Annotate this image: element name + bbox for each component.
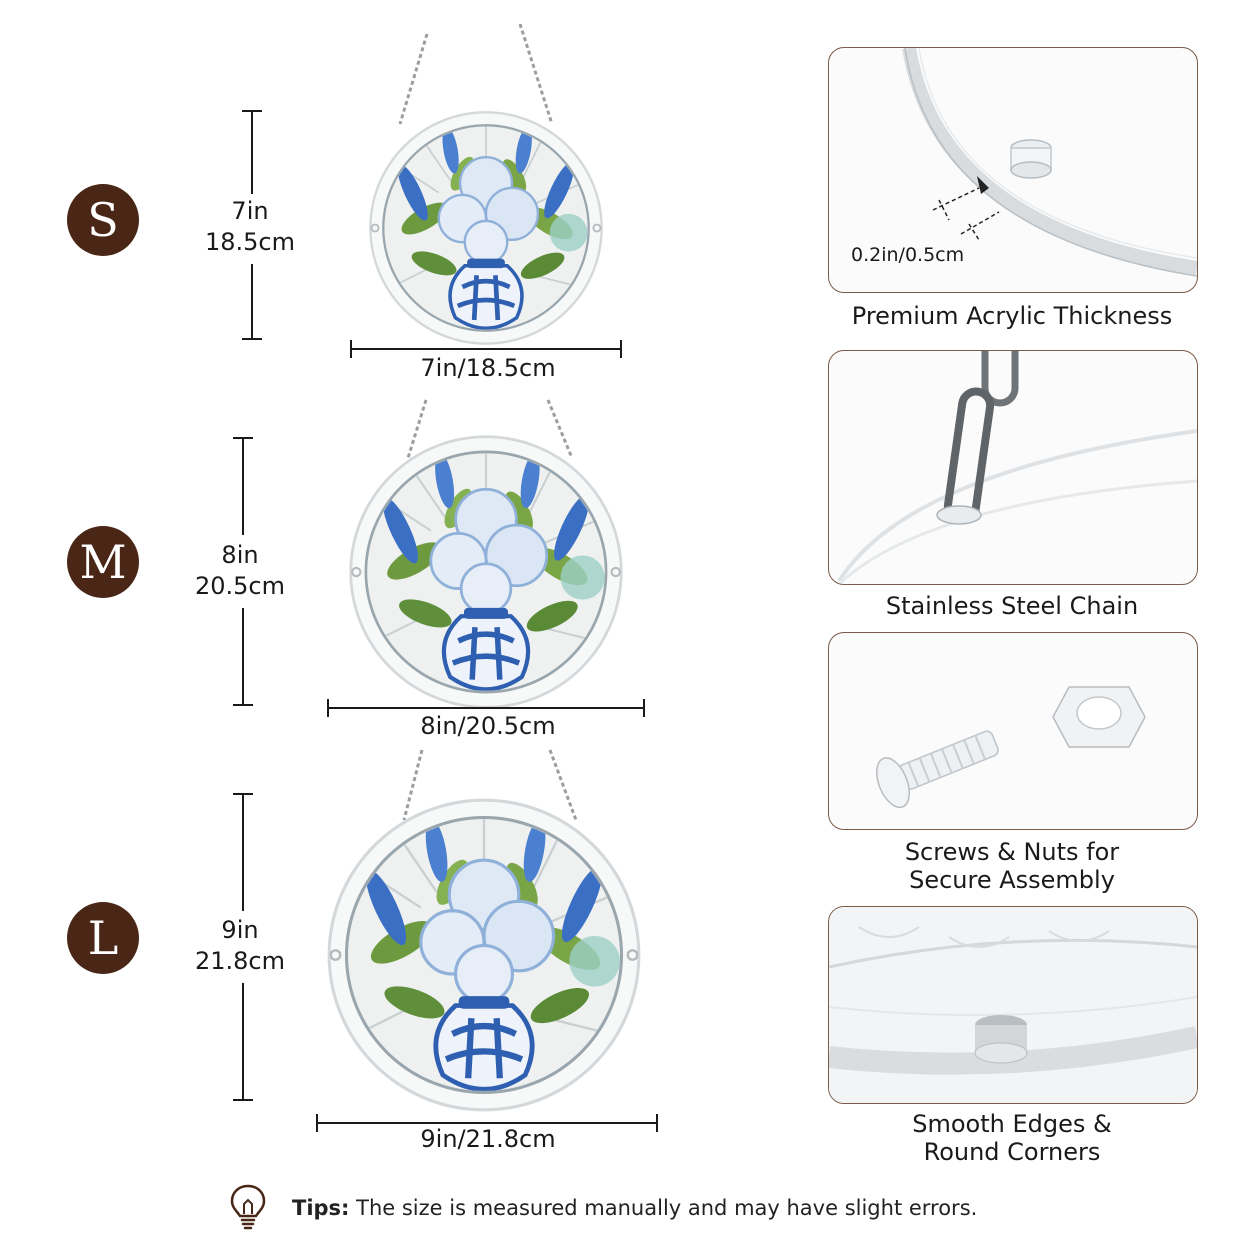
edges-label: Smooth Edges & Round Corners xyxy=(828,1110,1196,1166)
height-cm-s: 18.5cm xyxy=(204,228,295,256)
height-label-l: 9in 21.8cm xyxy=(170,915,310,977)
suncatcher-medium xyxy=(348,434,624,710)
edges-label-line2: Round Corners xyxy=(923,1138,1101,1166)
edges-label-line1: Smooth Edges & xyxy=(912,1110,1112,1138)
width-dimension-line-m xyxy=(328,707,644,709)
chain-s xyxy=(398,24,554,125)
screws-label: Screws & Nuts for Secure Assembly xyxy=(828,838,1196,894)
width-label-s: 7in/18.5cm xyxy=(420,354,556,382)
chain-m xyxy=(406,399,574,459)
edge-closeup-illustration xyxy=(829,907,1197,1103)
edges-panel xyxy=(828,906,1198,1104)
width-label-m: 8in/20.5cm xyxy=(420,712,556,740)
thickness-label: Premium Acrylic Thickness xyxy=(851,302,1173,330)
height-dimension-line-l xyxy=(242,793,244,911)
height-inches-s: 7in xyxy=(231,197,269,225)
suncatcher-large xyxy=(326,797,642,1113)
acrylic-edge-illustration xyxy=(902,48,1197,277)
width-dimension-line-s xyxy=(351,348,621,350)
width-dimension-line-l xyxy=(317,1122,657,1124)
screws-panel xyxy=(828,632,1198,830)
screw-and-nut-illustration xyxy=(876,686,1146,809)
height-label-m: 8in 20.5cm xyxy=(170,540,310,602)
nut-icon xyxy=(1052,686,1146,748)
size-badge-l: L xyxy=(67,902,139,974)
chain-panel xyxy=(828,350,1198,585)
thickness-measure: 0.2in/0.5cm xyxy=(851,244,965,266)
height-inches-m: 8in xyxy=(221,541,259,569)
height-cm-m: 20.5cm xyxy=(194,572,285,600)
screws-label-line2: Secure Assembly xyxy=(909,866,1115,894)
height-label-s: 7in 18.5cm xyxy=(180,196,320,258)
chain-l xyxy=(402,749,578,821)
tips-text: Tips: The size is measured manually and … xyxy=(292,1196,977,1220)
height-dimension-line-m xyxy=(242,437,244,535)
chain-closeup-illustration xyxy=(837,351,1197,584)
height-inches-l: 9in xyxy=(221,916,259,944)
thickness-panel: 0.2in/0.5cm xyxy=(828,47,1198,293)
size-badge-s: S xyxy=(67,184,139,256)
screw-icon xyxy=(876,730,999,809)
size-badge-m: M xyxy=(67,526,139,598)
lightbulb-icon xyxy=(230,1184,266,1230)
width-label-l: 9in/21.8cm xyxy=(420,1125,556,1153)
chain-label: Stainless Steel Chain xyxy=(885,592,1139,620)
suncatcher-small xyxy=(368,110,604,346)
height-dimension-line-s xyxy=(251,110,253,194)
screws-label-line1: Screws & Nuts for xyxy=(904,838,1120,866)
height-cm-l: 21.8cm xyxy=(194,947,285,975)
tips-prefix: Tips: xyxy=(292,1196,350,1220)
tips-body: The size is measured manually and may ha… xyxy=(349,1196,978,1220)
